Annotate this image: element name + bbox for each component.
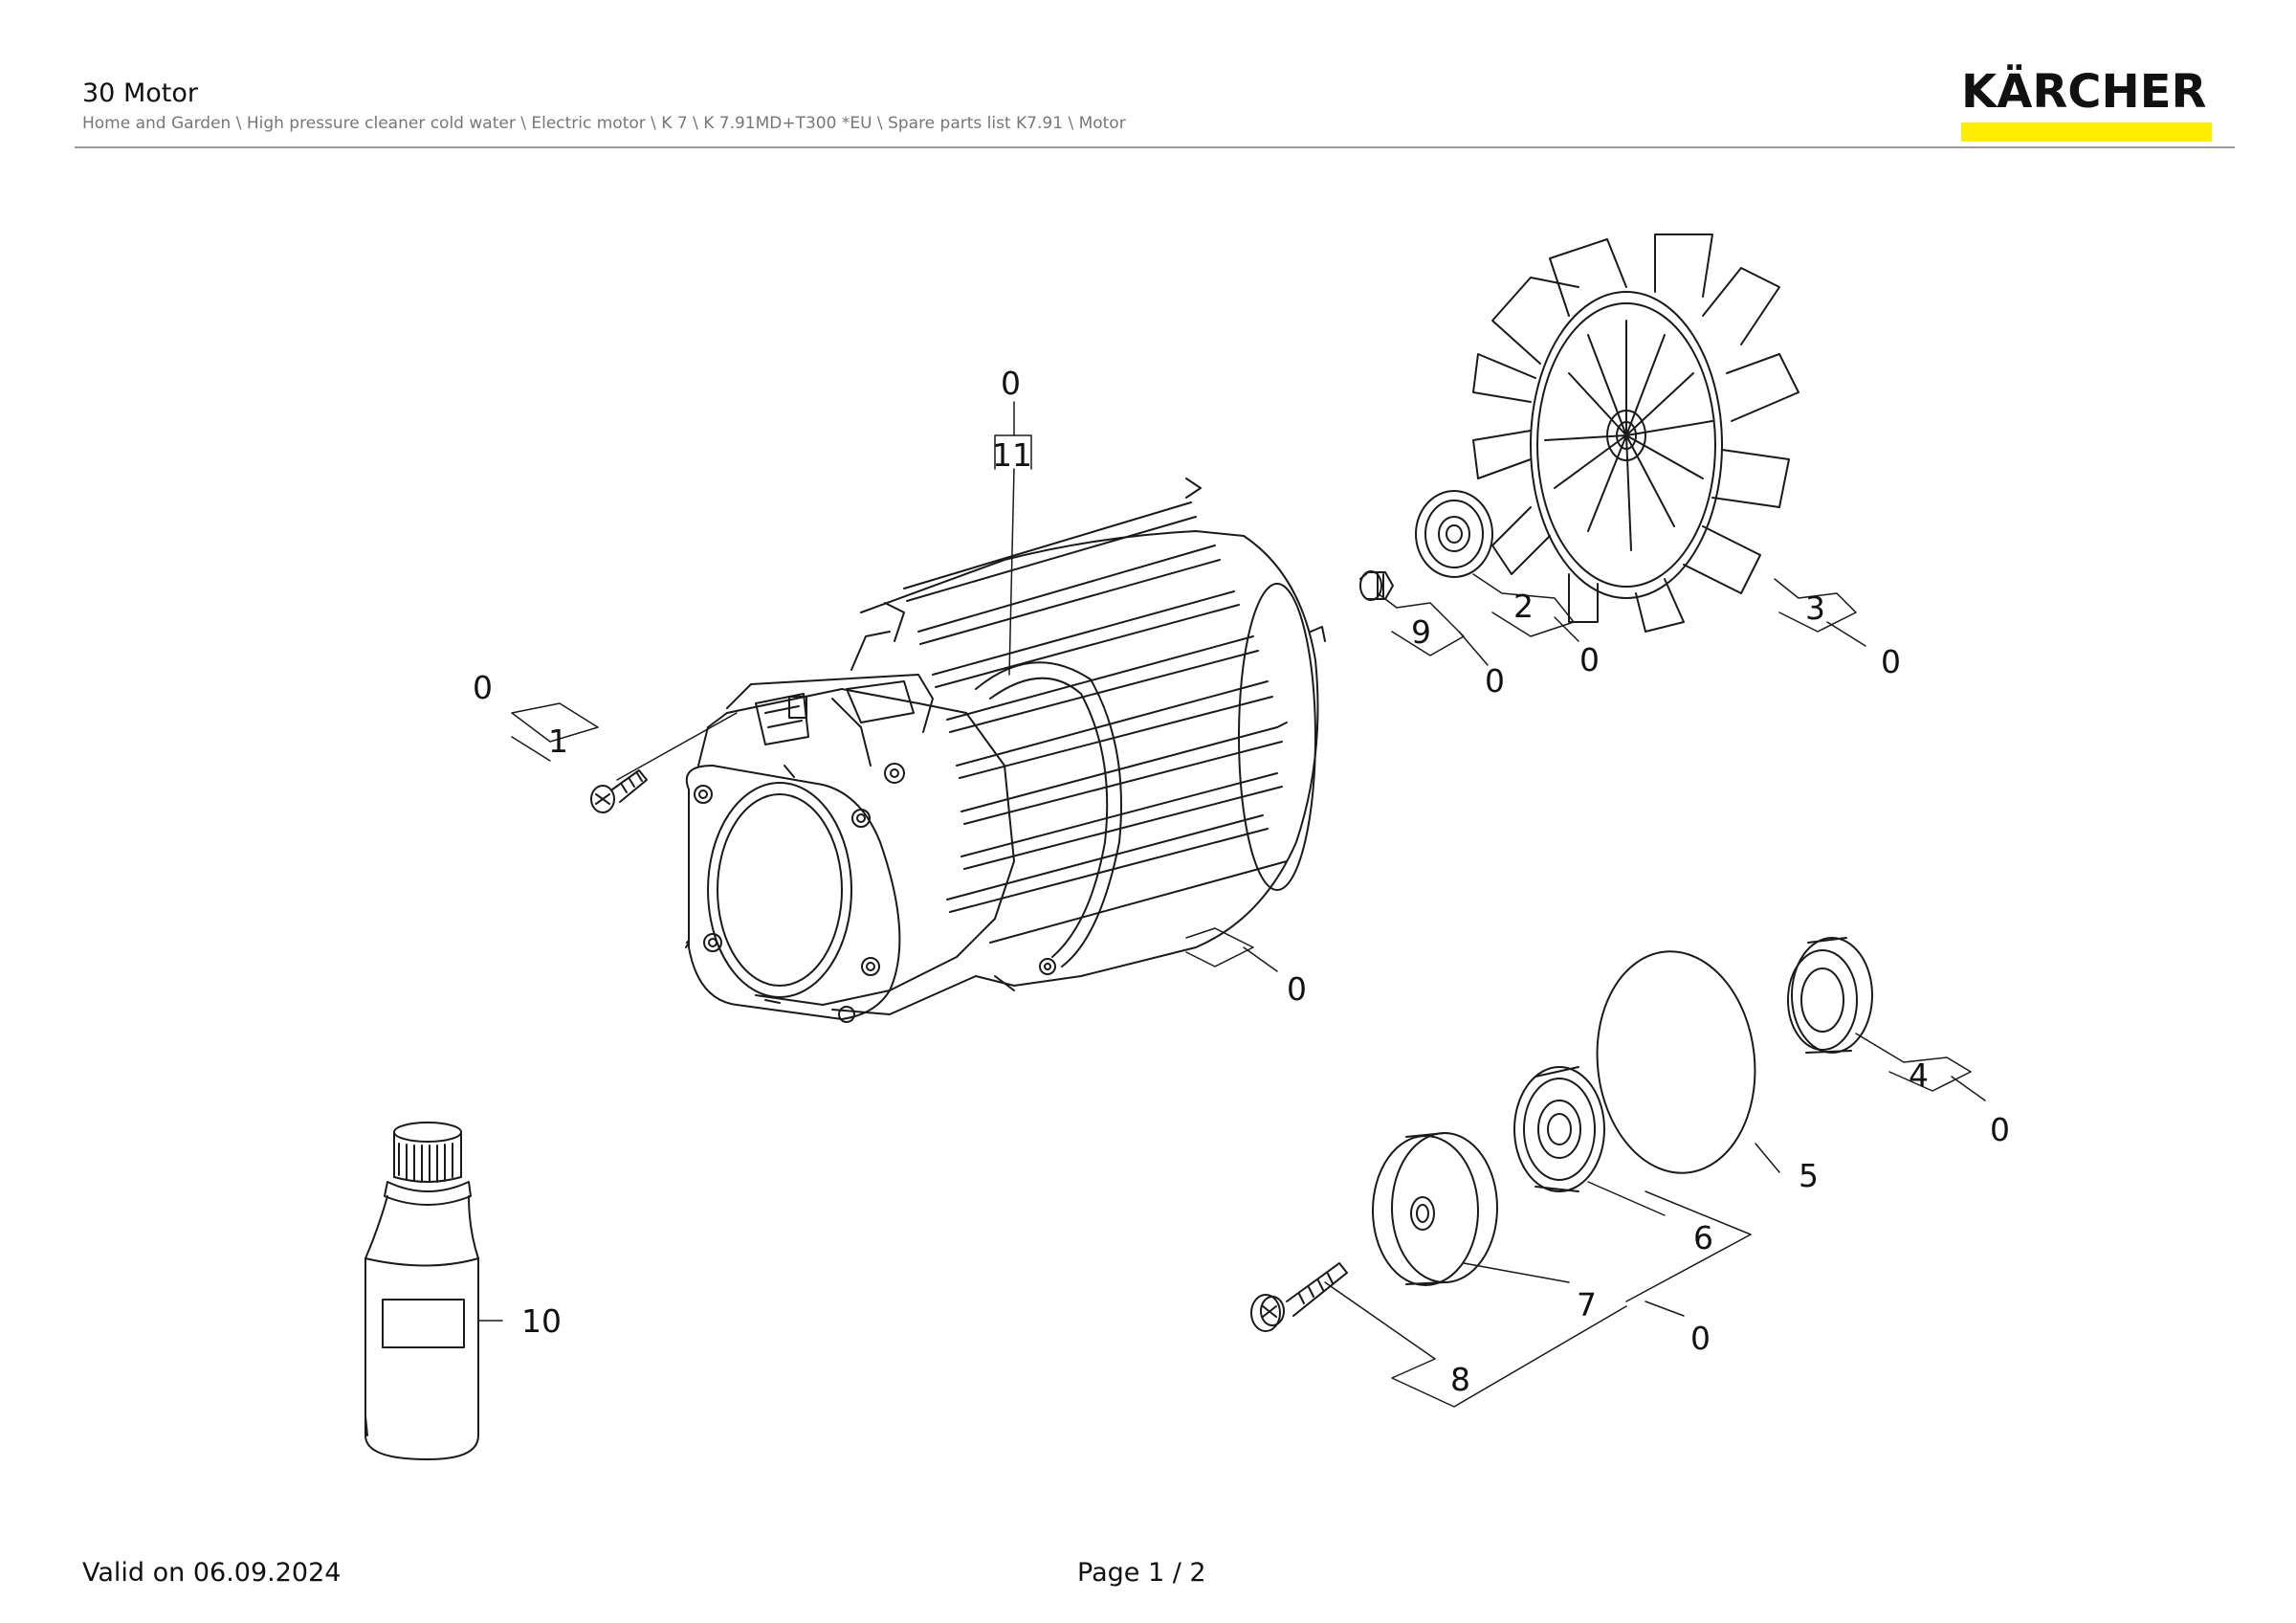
oil-bottle-part — [364, 1122, 479, 1460]
callout-housing-bottom-qty: 0 — [1287, 970, 1307, 1008]
callout-group-qty: 0 — [1690, 1320, 1711, 1357]
page-title: 30 Motor — [82, 78, 198, 108]
callout-screw2-pos: 8 — [1450, 1361, 1470, 1398]
o-ring-part — [1596, 950, 1756, 1174]
bearing-part — [1415, 490, 1493, 578]
screw-part — [590, 769, 648, 813]
fan-spokes — [1544, 320, 1713, 551]
callout-housing-pos: 11 — [992, 436, 1032, 474]
callout-leaders — [477, 401, 1986, 1408]
valid-date: Valid on 06.09.2024 — [82, 1558, 342, 1588]
logo-yellow-bar — [1961, 122, 2212, 142]
motor-housing — [685, 478, 1326, 1023]
seal-part — [1787, 937, 1873, 1054]
flange-part — [1372, 1132, 1498, 1286]
fan-wheel-part — [1472, 233, 1799, 633]
logo-wordmark: KÄRCHER — [1961, 65, 2207, 119]
callout-ball-bearing-pos: 6 — [1693, 1219, 1713, 1256]
screw-washer-part — [1250, 1262, 1348, 1332]
breadcrumb: Home and Garden \ High pressure cleaner … — [82, 114, 1126, 133]
karcher-logo: KÄRCHER — [1961, 67, 2215, 142]
callout-oring-pos: 5 — [1799, 1157, 1819, 1194]
callout-bearing-pos: 2 — [1513, 588, 1534, 625]
callout-flange-pos: 7 — [1577, 1286, 1597, 1323]
callout-bearing-qty: 0 — [1579, 641, 1600, 678]
fan-blades — [1472, 233, 1799, 633]
callout-housing-qty: 0 — [1001, 365, 1021, 402]
nut-part — [1359, 570, 1394, 601]
callout-seal-pos: 4 — [1909, 1056, 1929, 1094]
header-divider — [75, 146, 2235, 148]
page-indicator: Page 1 / 2 — [1077, 1558, 1206, 1588]
cooling-fins — [903, 478, 1288, 944]
callout-nut-qty: 0 — [1485, 662, 1505, 700]
ball-bearing-part — [1513, 1066, 1605, 1192]
callout-seal-qty: 0 — [1990, 1111, 2010, 1148]
callout-fan-qty: 0 — [1881, 643, 1901, 680]
callout-fan-pos: 3 — [1805, 589, 1825, 627]
callout-oil-pos: 10 — [521, 1302, 562, 1340]
callout-labels: 0 11 0 1 9 0 2 0 3 0 0 4 0 5 6 7 0 8 10 — [473, 365, 2010, 1398]
callout-nut-pos: 9 — [1411, 613, 1431, 651]
callout-screw-pos: 1 — [548, 723, 568, 760]
callout-screw-qty: 0 — [473, 669, 493, 706]
